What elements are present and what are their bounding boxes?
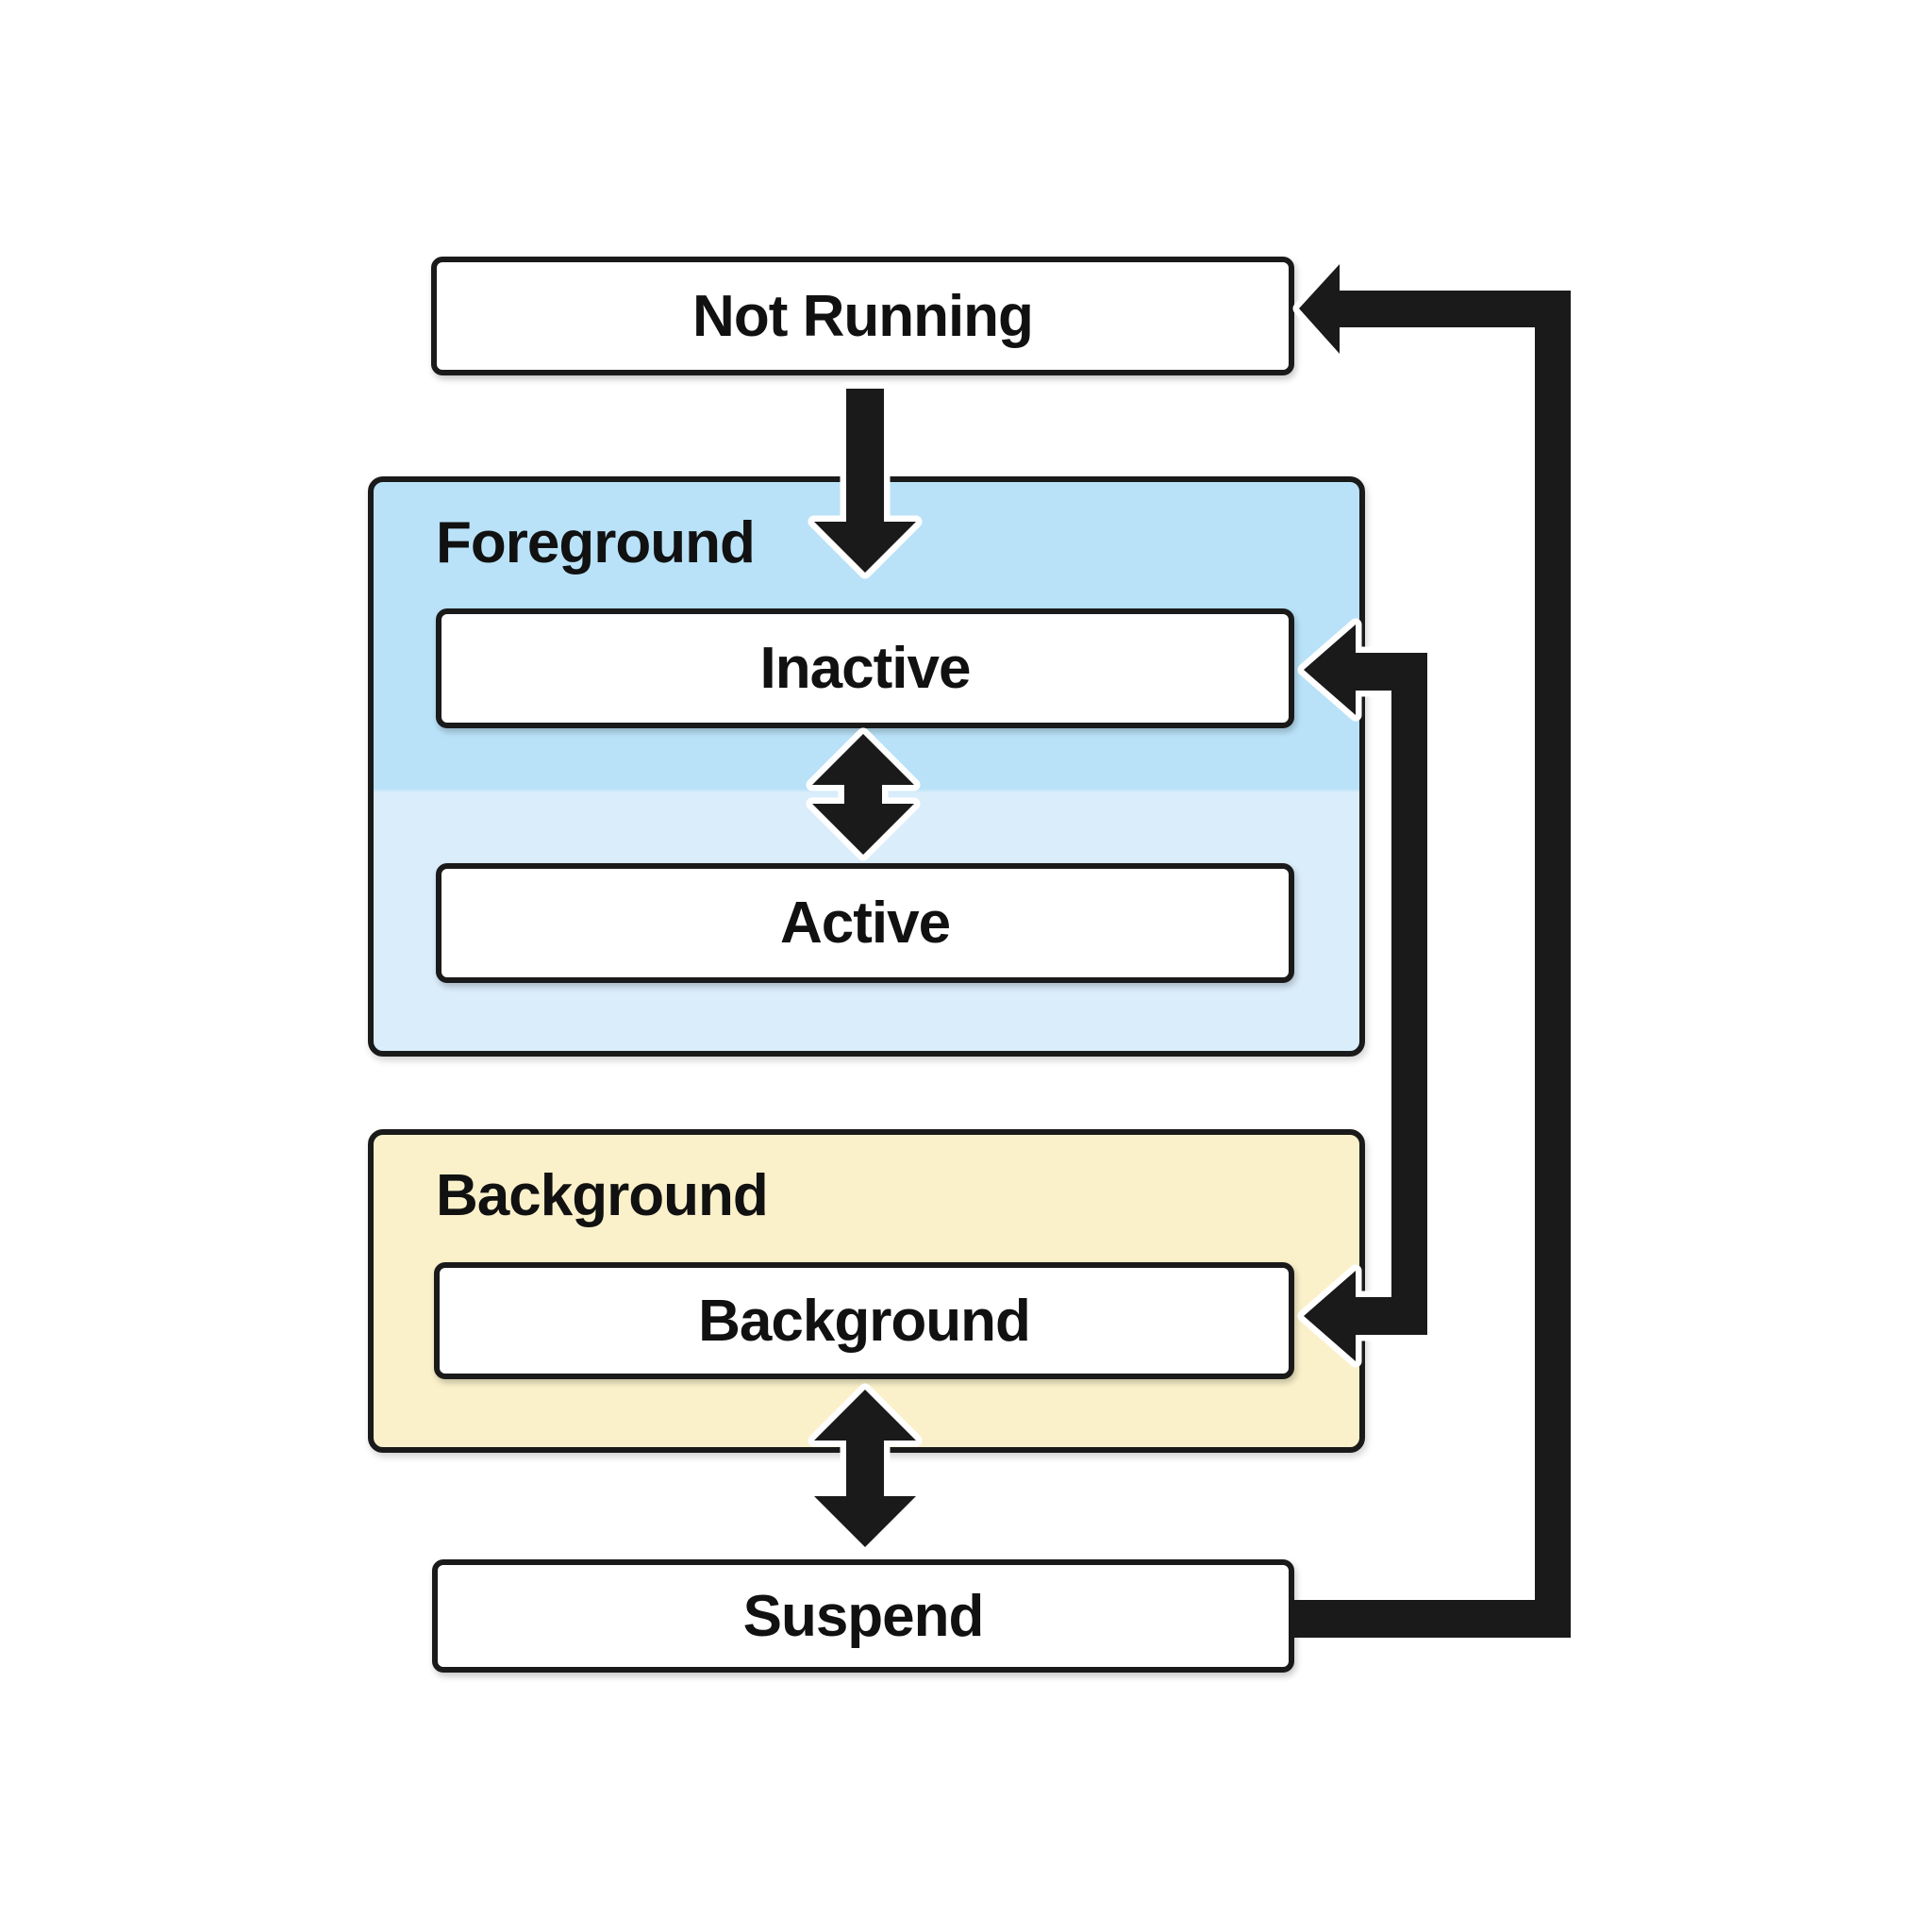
node-inactive-label: Inactive	[759, 636, 972, 701]
node-suspend: Suspend	[432, 1559, 1294, 1673]
group-foreground-label: Foreground	[436, 509, 756, 575]
node-not-running-label: Not Running	[692, 283, 1034, 349]
node-suspend-label: Suspend	[742, 1583, 985, 1649]
node-not-running: Not Running	[431, 257, 1294, 375]
node-background-label: Background	[698, 1288, 1031, 1354]
node-background: Background	[434, 1262, 1294, 1379]
group-background-label: Background	[436, 1163, 769, 1228]
node-active: Active	[436, 863, 1294, 983]
node-inactive: Inactive	[436, 608, 1294, 728]
node-active-label: Active	[779, 891, 951, 956]
